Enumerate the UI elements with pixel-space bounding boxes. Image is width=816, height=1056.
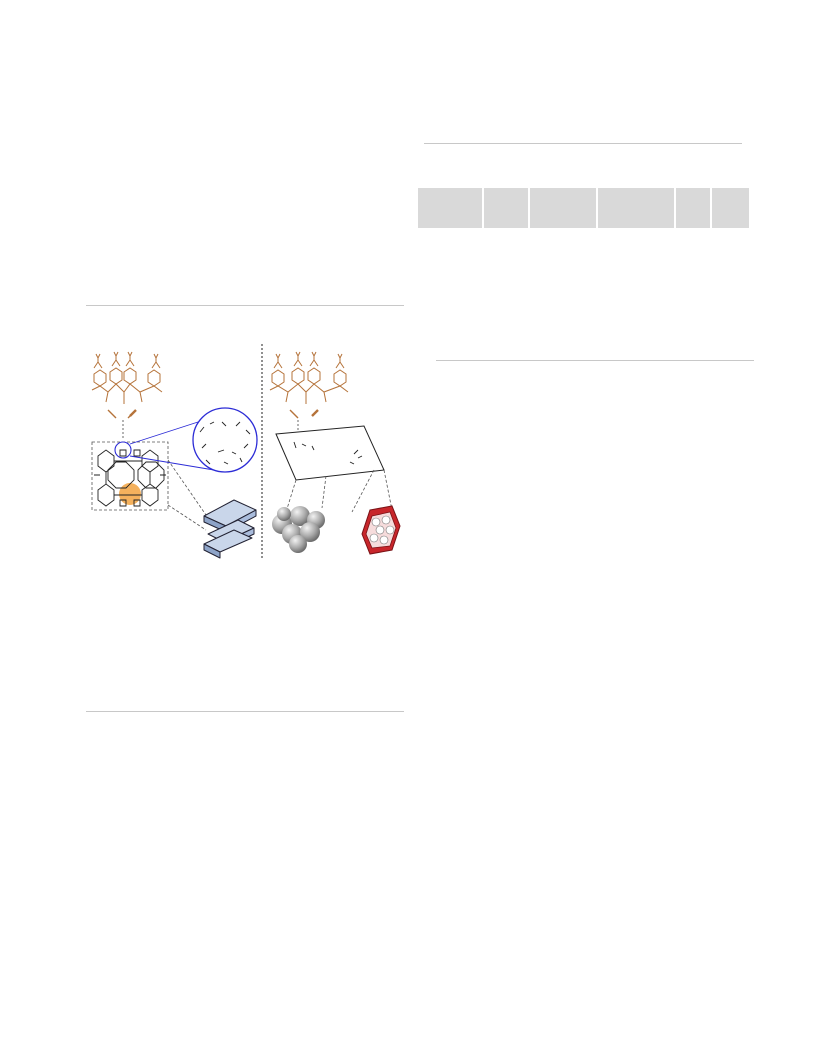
- network-enclosure: [91, 441, 169, 511]
- projection-lines-right: [285, 469, 393, 513]
- layer-sheet: [275, 425, 385, 481]
- table-header-cell: [598, 188, 674, 228]
- table-header-cell: [676, 188, 710, 228]
- hexagonal-crystal: [361, 505, 401, 555]
- rule-lower-left: [86, 711, 404, 712]
- table-header-row: [418, 188, 749, 228]
- cage-network: [94, 449, 166, 507]
- rule-upper-left: [86, 305, 404, 306]
- selection-circle-small: [114, 441, 132, 459]
- rule-lower-right: [436, 360, 754, 361]
- projection-lines-left: [167, 459, 207, 531]
- table-header-cell: [530, 188, 596, 228]
- table-header: [418, 188, 749, 228]
- sphere-aggregate: [272, 506, 325, 553]
- rule-upper-right: [424, 143, 742, 144]
- table-header-cell: [418, 188, 482, 228]
- layer-sheet-detail: [293, 441, 363, 465]
- stacked-plates: [203, 499, 257, 559]
- zoom-lines: [129, 421, 221, 472]
- table-header-cell: [484, 188, 528, 228]
- calixarene-molecule-left: [91, 351, 163, 419]
- scheme-figure: [86, 330, 404, 560]
- table-header-cell: [712, 188, 749, 228]
- calixarene-molecule-right: [269, 351, 349, 419]
- highlighted-unit: [119, 483, 141, 505]
- zoom-detail: [199, 421, 251, 465]
- zoom-circle: [192, 407, 258, 473]
